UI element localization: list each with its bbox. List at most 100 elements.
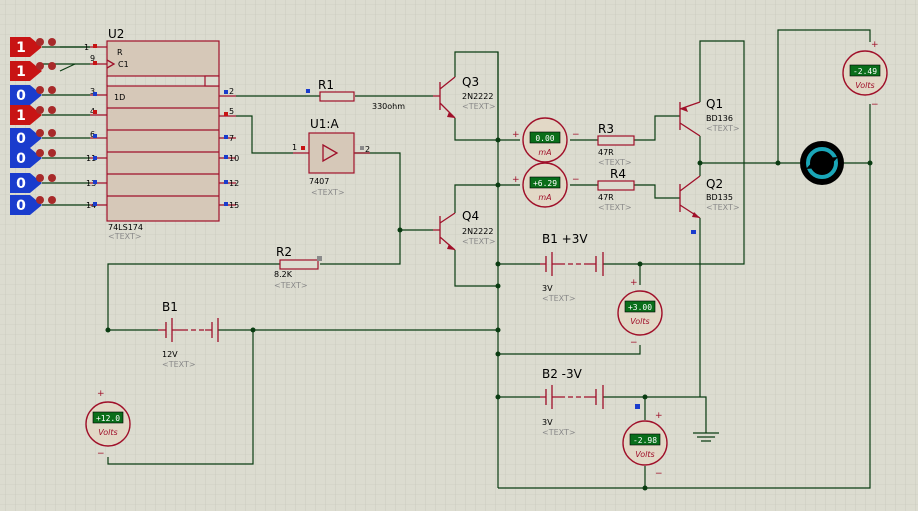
resistor-r1[interactable]: R1 330ohm	[306, 78, 405, 111]
u2-flipflop-ic[interactable]: U2 R C1 1D 1 9 3 4 6 11 13 14 2 5 7 10 1…	[84, 27, 239, 241]
u1a-buffer[interactable]: U1:A 1 2 7407 <TEXT>	[292, 117, 370, 197]
r4-value: 47R	[598, 193, 614, 202]
logic-probe-body	[10, 37, 42, 57]
q3-ref: Q3	[462, 75, 479, 89]
probe-connector-dot	[36, 38, 44, 46]
probe-connector-dot	[36, 62, 44, 70]
voltmeter-b1-3v-minus: −	[630, 338, 638, 348]
logic-probe-body	[10, 173, 42, 193]
ground-symbol	[693, 430, 719, 442]
u2-left-pin: 13	[86, 179, 96, 188]
logic-probe[interactable]: 0	[10, 128, 56, 148]
logic-probe[interactable]: 0	[10, 85, 56, 105]
logic-probe[interactable]: 0	[10, 148, 56, 168]
voltmeter-b1-12v[interactable]: +12.0 Volts + −	[85, 389, 131, 459]
voltmeter-b1-3v-plus: +	[630, 278, 638, 288]
r2-text: <TEXT>	[274, 281, 308, 290]
voltmeter-b2[interactable]: -2.98 Volts + −	[622, 411, 668, 479]
q1-part: BD136	[706, 114, 733, 123]
probe-connector-dot	[48, 129, 56, 137]
probe-connector-dot	[36, 86, 44, 94]
transistor-q2[interactable]: Q2 BD135 <TEXT>	[679, 175, 740, 234]
r1-ref: R1	[318, 78, 334, 92]
logic-probe-state: 1	[16, 108, 26, 124]
logic-probe[interactable]: 1	[10, 105, 56, 125]
wires	[42, 29, 871, 489]
probe-connector-dot	[48, 62, 56, 70]
resistor-r2[interactable]: R2 8.2K <TEXT>	[274, 245, 322, 290]
battery-b2-minus3v[interactable]: B2 -3V 3V <TEXT>	[540, 367, 640, 437]
probe-connector-dot	[36, 129, 44, 137]
ammeter-2-plus: +	[512, 175, 520, 185]
u2-left-pin: 4	[90, 107, 95, 116]
ammeter-1[interactable]: 0.00 mA + −	[512, 117, 580, 163]
probe-connector-dot	[48, 149, 56, 157]
u2-right-pin: 2	[229, 87, 234, 96]
ammeter-2-reading: +6.29	[533, 179, 557, 188]
ammeter-2-unit: mA	[538, 193, 551, 202]
voltmeter-b2-reading: -2.98	[633, 436, 657, 445]
logic-probe-state: 0	[16, 198, 26, 214]
u2-text: <TEXT>	[108, 232, 142, 241]
logic-probe[interactable]: 0	[10, 173, 56, 193]
q1-ref: Q1	[706, 97, 723, 111]
r1-value: 330ohm	[372, 102, 405, 111]
u2-right-pin: 10	[229, 154, 239, 163]
logic-probe-body	[10, 61, 42, 81]
probe-connector-dot	[48, 106, 56, 114]
logic-probe-body	[10, 195, 42, 215]
b2-value: 3V	[542, 418, 553, 427]
u2-ref: U2	[108, 27, 124, 41]
q4-part: 2N2222	[462, 227, 493, 236]
ammeter-1-reading: 0.00	[535, 134, 554, 143]
transistor-q1[interactable]: Q1 BD136 <TEXT>	[679, 97, 740, 137]
q2-text: <TEXT>	[706, 203, 740, 212]
transistor-q4[interactable]: Q4 2N2222 <TEXT>	[433, 209, 496, 251]
battery-b1-12v[interactable]: B1 12V <TEXT>	[158, 300, 219, 369]
ammeter-2-minus: −	[572, 175, 580, 185]
ammeter-1-plus: +	[512, 130, 520, 140]
r2-value: 8.2K	[274, 270, 293, 279]
b1-ref: B1	[162, 300, 178, 314]
battery-b1-3v[interactable]: B1 +3V 3V <TEXT>	[540, 232, 604, 303]
logic-probe-state: 1	[16, 40, 26, 56]
b1-3v-text: <TEXT>	[542, 294, 576, 303]
voltmeter-b1-unit: Volts	[98, 428, 117, 437]
probe-connector-dot	[48, 174, 56, 182]
q4-ref: Q4	[462, 209, 479, 223]
voltmeter-motor-unit: Volts	[855, 81, 874, 90]
b1-3v-value: 3V	[542, 284, 553, 293]
b2-ref: B2 -3V	[542, 367, 583, 381]
probe-connector-dot	[36, 196, 44, 204]
probe-connector-dot	[36, 174, 44, 182]
logic-probe[interactable]: 1	[10, 61, 56, 81]
logic-probe-body	[10, 105, 42, 125]
ammeter-2[interactable]: +6.29 mA + −	[512, 162, 580, 208]
logic-probe[interactable]: 1	[10, 37, 56, 57]
b2-text: <TEXT>	[542, 428, 576, 437]
r2-ref: R2	[276, 245, 292, 259]
probe-connector-dot	[36, 106, 44, 114]
u2-left-pin: 9	[90, 54, 95, 63]
probe-connector-dot	[48, 38, 56, 46]
ammeter-1-unit: mA	[538, 148, 551, 157]
pin-state-markers	[93, 44, 228, 206]
u2-left-pin: 3	[90, 87, 95, 96]
logic-probe[interactable]: 0	[10, 195, 56, 215]
voltmeter-motor-reading: -2.49	[853, 67, 877, 76]
resistor-r4[interactable]: R4 47R <TEXT>	[597, 167, 635, 212]
transistor-q3[interactable]: Q3 2N2222 <TEXT>	[433, 75, 496, 119]
r3-value: 47R	[598, 148, 614, 157]
logic-probe-state: 1	[16, 64, 26, 80]
resistor-r3[interactable]: R3 47R <TEXT>	[597, 122, 635, 167]
voltmeter-b1-3v[interactable]: +3.00 Volts + −	[617, 278, 663, 348]
logic-probe-state: 0	[16, 88, 26, 104]
b1-text: <TEXT>	[162, 360, 196, 369]
voltmeter-b1-plus: +	[97, 389, 105, 399]
ammeter-1-minus: −	[572, 130, 580, 140]
voltmeter-motor[interactable]: -2.49 Volts + −	[842, 40, 888, 110]
q3-text: <TEXT>	[462, 102, 496, 111]
dc-motor[interactable]	[800, 141, 844, 185]
